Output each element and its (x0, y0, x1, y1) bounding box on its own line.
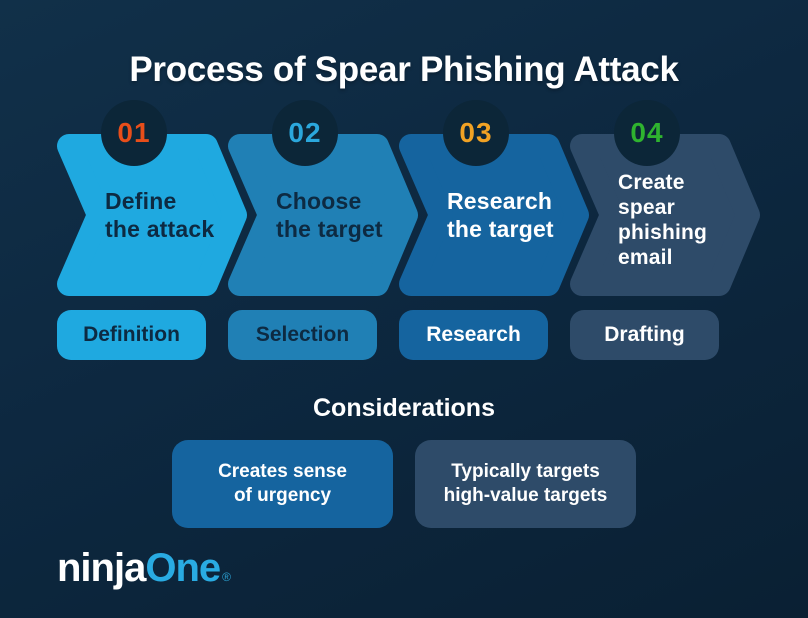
step-2-number-circle: 02 (272, 100, 338, 166)
step-1-number-circle: 01 (101, 100, 167, 166)
step-3-label: Research the target (447, 188, 554, 242)
step-2-label: Choose the target (276, 188, 383, 242)
step-3-number-circle: 03 (443, 100, 509, 166)
step-1-number: 01 (117, 117, 151, 148)
step-4: Create spear phishing email 04 Drafting (570, 100, 760, 362)
step-1-label: Define the attack (105, 188, 215, 242)
considerations-heading: Considerations (313, 394, 495, 422)
step-2-badge: Selection (228, 310, 377, 360)
step-1-badge: Definition (57, 310, 206, 360)
chevron-shape-1 (57, 134, 247, 296)
consideration-box-targets: Typically targets high-value targets (415, 440, 636, 528)
step-2-number: 02 (288, 117, 322, 148)
step-4-label: Create spear phishing email (618, 171, 708, 269)
step-3-badge: Research (399, 310, 548, 360)
page-title: Process of Spear Phishing Attack (129, 50, 679, 89)
step-1: Define the attack 01 Definition (57, 100, 247, 362)
step-2: Choose the target 02 Selection (228, 100, 418, 362)
chevron-shape-2 (228, 134, 418, 296)
consideration-box-urgency: Creates sense of urgency (172, 440, 393, 528)
step-4-badge: Drafting (570, 310, 719, 360)
logo-text-one: One (145, 546, 221, 590)
step-3-number: 03 (459, 117, 493, 148)
logo-text-ninja: ninja (57, 546, 146, 590)
registered-trademark-icon: ® (222, 570, 231, 584)
chevron-shape-4 (570, 134, 760, 296)
step-4-number-circle: 04 (614, 100, 680, 166)
step-4-number: 04 (630, 117, 664, 148)
step-3: Research the target 03 Research (399, 100, 589, 362)
ninjaone-logo: ninjaOne® (57, 546, 231, 599)
chevron-shape-3 (399, 134, 589, 296)
